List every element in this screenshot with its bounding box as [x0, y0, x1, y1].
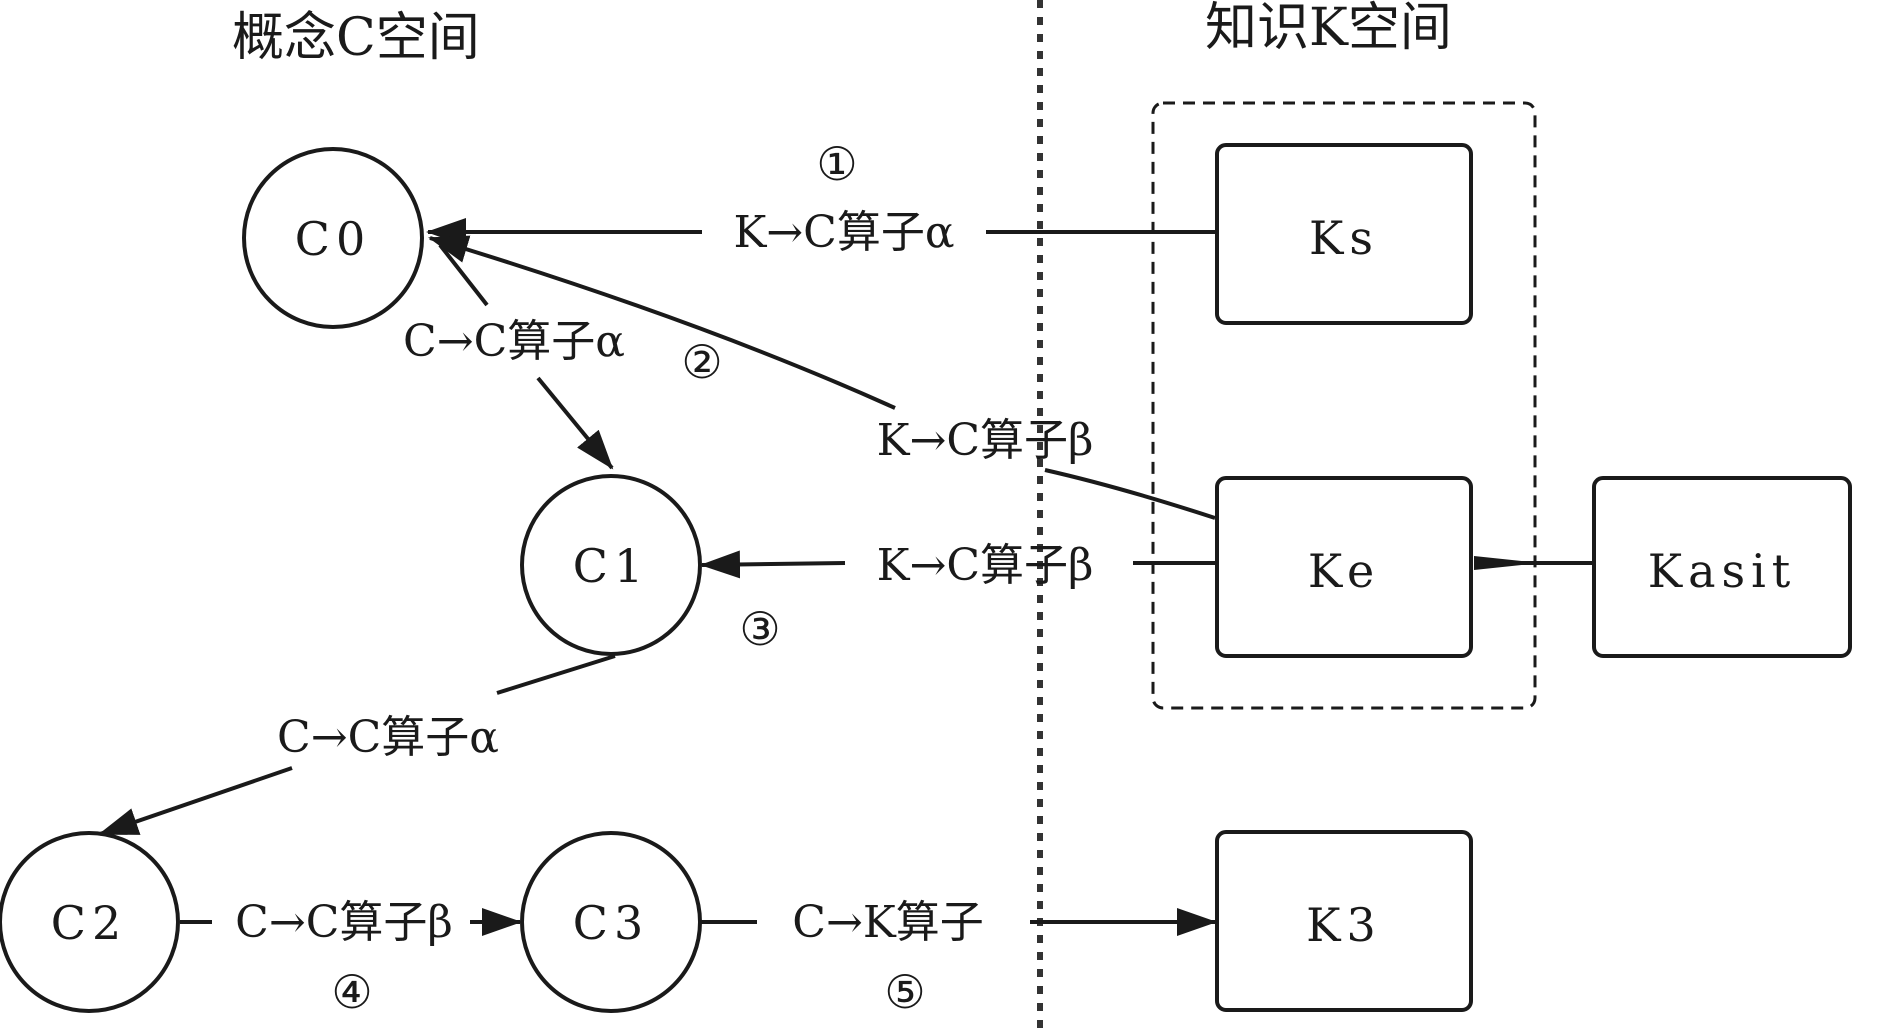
node-kasit: Kasit — [1592, 476, 1852, 658]
node-c2: C2 — [0, 831, 180, 1013]
edge-label-c0-c1: C→C算子α — [403, 316, 625, 367]
node-ke-label: Ke — [1308, 544, 1380, 598]
node-c1: C1 — [520, 474, 702, 656]
step-marker-5: ⑤ — [884, 965, 925, 1019]
knowledge-group-box — [1151, 101, 1537, 710]
node-k3-label: K3 — [1306, 898, 1382, 952]
step-marker-2: ② — [681, 335, 722, 389]
edge-c1-c2-upper — [496, 654, 616, 695]
edge-ke-c0-arrow — [428, 235, 896, 410]
edge-c1-c2-arrow — [98, 766, 293, 836]
node-ke: Ke — [1215, 476, 1473, 658]
node-c0-label: C0 — [295, 212, 371, 266]
node-c1-label: C1 — [573, 539, 649, 593]
node-k3: K3 — [1215, 830, 1473, 1012]
step-marker-1: ① — [816, 137, 857, 191]
step-marker-3: ③ — [739, 602, 780, 656]
node-c3-label: C3 — [573, 896, 649, 950]
knowledge-space-title: 知识K空间 — [1205, 0, 1452, 58]
edge-label-ke-c0: K→C算子β — [877, 415, 1094, 466]
node-c3: C3 — [520, 831, 702, 1013]
step-marker-4: ④ — [331, 965, 372, 1019]
node-ks: Ks — [1215, 143, 1473, 325]
edge-label-c3-k3: C→K算子 — [792, 897, 983, 948]
edge-label-ks-c0: K→C算子α — [733, 207, 954, 258]
edge-ke-c0-lower — [1044, 468, 1216, 520]
node-ks-label: Ks — [1309, 211, 1379, 265]
edge-ke-c1-arrow — [700, 550, 846, 579]
concept-space-title: 概念C空间 — [232, 8, 480, 68]
node-c0: C0 — [242, 147, 424, 329]
edge-kasit-ke-wedge — [1474, 556, 1540, 570]
edge-label-c2-c3: C→C算子β — [235, 897, 453, 948]
edge-c0-c1-arrow — [536, 376, 614, 470]
edge-label-ke-c1: K→C算子β — [877, 540, 1094, 591]
node-c2-label: C2 — [51, 896, 127, 950]
node-kasit-label: Kasit — [1648, 544, 1797, 598]
edge-label-c1-c2: C→C算子α — [277, 712, 499, 763]
